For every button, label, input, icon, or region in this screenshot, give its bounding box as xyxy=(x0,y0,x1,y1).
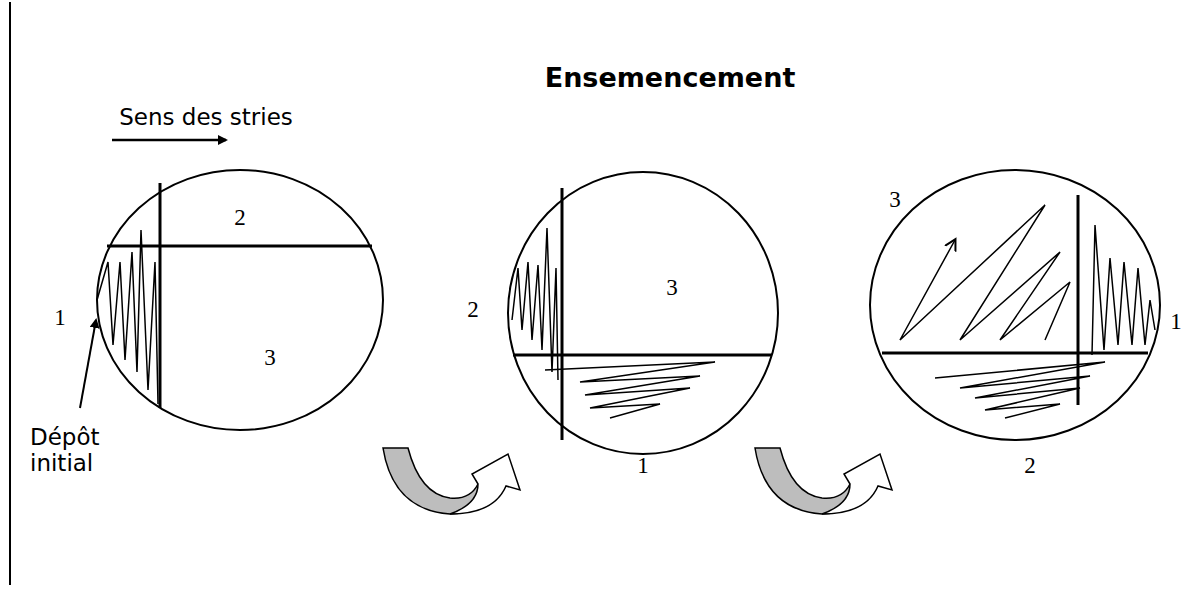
zone-number: 3 xyxy=(666,275,678,301)
direction-note: Sens des stries xyxy=(119,104,293,130)
zone-number: 2 xyxy=(234,205,246,231)
petri-dish-2 xyxy=(508,172,778,454)
petri-dish-3 xyxy=(870,170,1160,440)
zone-number: 1 xyxy=(1170,309,1182,335)
zone-number: 3 xyxy=(889,187,901,213)
inoculum-note: Dépôt initial xyxy=(30,424,110,477)
zone-number: 3 xyxy=(264,345,276,371)
petri-dish-1 xyxy=(80,170,383,430)
zone-number: 2 xyxy=(1024,453,1036,479)
zone-number: 1 xyxy=(54,305,66,331)
diagram-title: Ensemencement xyxy=(545,62,796,93)
zone-number: 2 xyxy=(467,297,479,323)
rotate-arrow-1 xyxy=(383,448,520,514)
rotate-arrow-2 xyxy=(755,448,892,514)
zone-number: 1 xyxy=(637,453,649,479)
